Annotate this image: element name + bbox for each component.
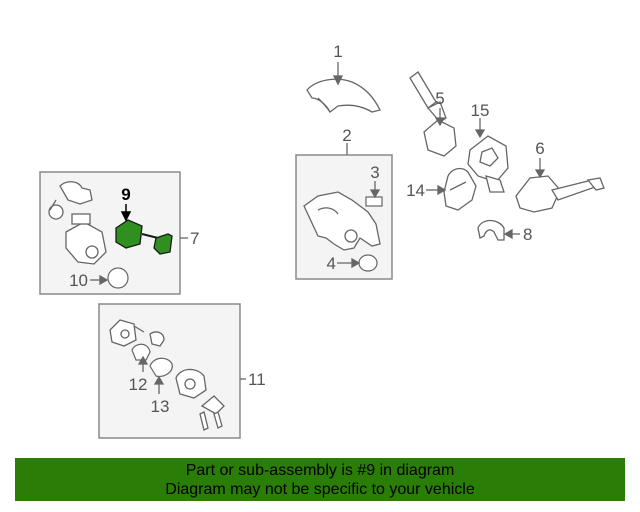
part-15-clock-spring bbox=[467, 135, 509, 193]
callout-2: 2 bbox=[342, 126, 351, 145]
part-11-assembly bbox=[109, 319, 225, 431]
part-6-switch bbox=[515, 175, 605, 213]
part-3-clip bbox=[365, 196, 383, 207]
part-7-assembly bbox=[48, 181, 107, 265]
callout-7: 7 bbox=[190, 229, 199, 248]
info-banner: Part or sub-assembly is #9 in diagram Di… bbox=[15, 458, 625, 501]
part-9-highlighted bbox=[115, 219, 173, 255]
callout-9: 9 bbox=[121, 185, 130, 204]
callout-11: 11 bbox=[248, 370, 266, 389]
callout-10: 10 bbox=[69, 271, 88, 290]
part-14-bracket bbox=[443, 167, 477, 211]
callout-12: 12 bbox=[129, 375, 148, 394]
callout-4: 4 bbox=[327, 254, 336, 273]
callout-5: 5 bbox=[435, 89, 444, 108]
callout-6: 6 bbox=[535, 139, 544, 158]
part-10-ring bbox=[107, 267, 129, 289]
banner-line-1: Part or sub-assembly is #9 in diagram bbox=[185, 462, 455, 479]
part-1-upper-cover bbox=[306, 78, 381, 113]
callout-15: 15 bbox=[471, 101, 490, 120]
callout-8: 8 bbox=[523, 225, 532, 244]
part-2-lower-cover bbox=[303, 191, 381, 251]
callout-14: 14 bbox=[406, 181, 425, 200]
callout-1: 1 bbox=[333, 42, 342, 61]
part-4-grommet bbox=[358, 254, 378, 272]
part-12-spring bbox=[131, 343, 151, 361]
banner-line-2: Diagram may not be specific to your vehi… bbox=[165, 481, 475, 498]
leader-lines bbox=[90, 62, 546, 394]
callout-3: 3 bbox=[370, 163, 379, 182]
part-13-ring bbox=[149, 357, 173, 377]
leader-line-9 bbox=[120, 204, 132, 222]
part-5-switch bbox=[409, 71, 457, 157]
callout-13: 13 bbox=[151, 397, 170, 416]
part-8-clip bbox=[477, 219, 505, 241]
